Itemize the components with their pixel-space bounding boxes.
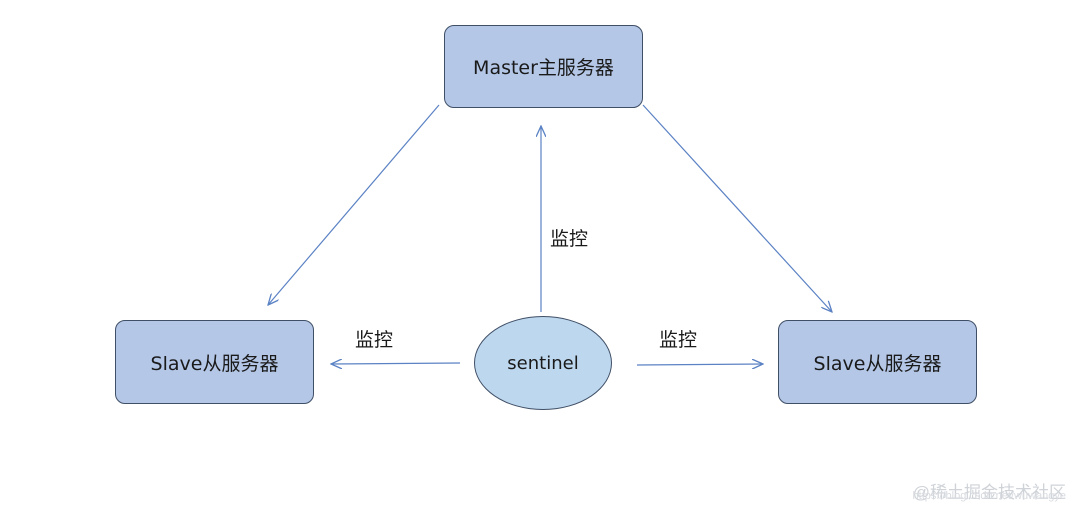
slave-server-label-right: Slave从服务器 [813,352,942,375]
master-server-node: Master主服务器 [444,25,643,108]
arrow-master-to-slave-left [268,104,440,305]
monitor-label-slave-left: 监控 [355,329,394,351]
master-server-label: Master主服务器 [473,57,614,79]
arrow-sentinel-to-slave-right [636,364,763,365]
sentinel-node: sentinel [474,316,612,410]
slave-server-label-left: Slave从服务器 [150,352,279,375]
watermark-brand: @稀土掘金技术社区 [912,483,1066,502]
watermark-url: https://blog.csdn.net/wuwangye [912,490,1066,502]
arrow-sentinel-to-slave-left [331,363,461,364]
slave-server-node-right: Slave从服务器 [778,320,977,404]
monitor-label-slave-right: 监控 [659,329,698,351]
arrow-master-to-slave-right [642,104,832,312]
sentinel-label: sentinel [507,352,579,374]
slave-server-node-left: Slave从服务器 [115,320,314,404]
monitor-label-master: 监控 [550,228,589,250]
